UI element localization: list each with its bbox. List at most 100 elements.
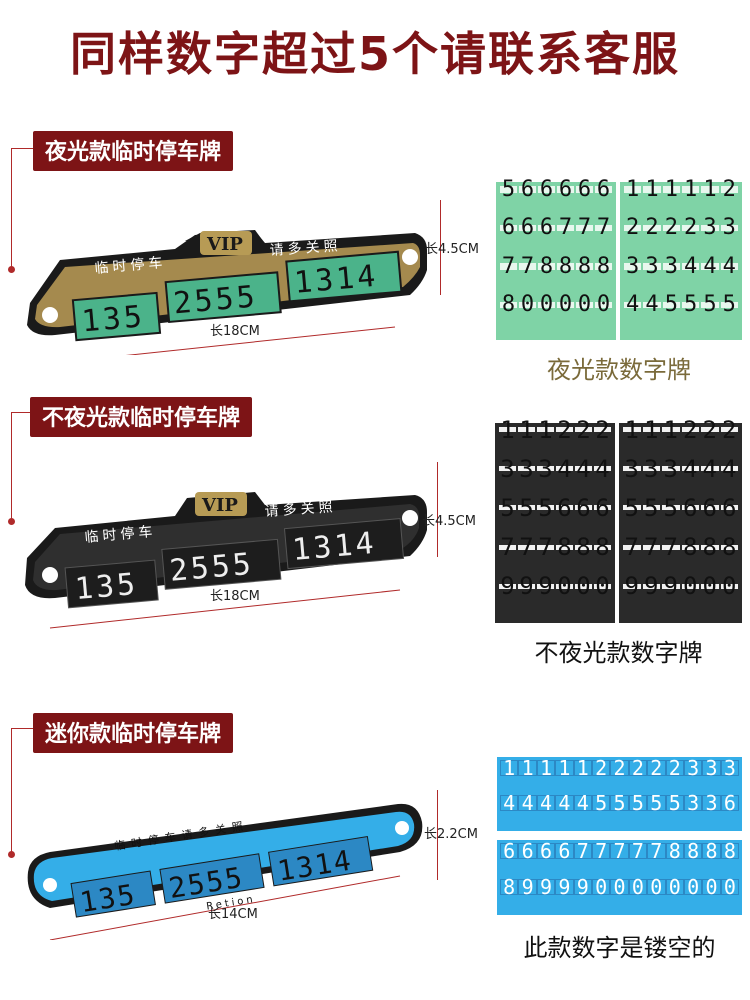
digit-cell: 6 <box>556 177 575 202</box>
digit-cell: 7 <box>647 839 666 863</box>
digit-cell: 4 <box>680 455 700 483</box>
digit-cell: 8 <box>702 839 721 863</box>
digit-cell: 8 <box>537 254 556 279</box>
digit-cell: 0 <box>593 572 612 600</box>
mini-caption: 此款数字是镂空的 <box>523 934 716 962</box>
digit-cell: 4 <box>700 254 720 279</box>
guide-line <box>11 412 34 521</box>
plate-number-2: 2555 <box>168 547 255 589</box>
digit-cell: 9 <box>555 875 574 899</box>
digit-cell: 1 <box>680 177 701 202</box>
digit-cell: 3 <box>702 791 721 815</box>
digit-cell: 4 <box>555 791 574 815</box>
digit-cell: 8 <box>575 254 594 279</box>
digit-cell: 7 <box>594 215 613 240</box>
height-line <box>437 462 438 557</box>
digit-cell: 8 <box>665 839 684 863</box>
digit-cell: 4 <box>574 455 593 483</box>
digit-cell: 0 <box>556 292 575 317</box>
digit-cell: 9 <box>661 572 681 600</box>
digit-cell: 8 <box>499 292 518 317</box>
plate-number-1: 135 <box>80 299 146 339</box>
digit-cell: 4 <box>500 791 519 815</box>
digit-cell: 7 <box>536 533 555 561</box>
digit-cell: 5 <box>665 791 684 815</box>
digit-cell: 0 <box>719 572 739 600</box>
digit-cell: 3 <box>622 455 642 483</box>
digit-cell: 2 <box>700 416 720 444</box>
width-label: 长14CM <box>208 907 258 922</box>
digit-cell: 7 <box>573 839 592 863</box>
guide-line <box>11 728 34 854</box>
digit-cell: 4 <box>573 791 592 815</box>
digit-cell: 2 <box>647 756 666 780</box>
digit-cell: 7 <box>499 254 518 279</box>
digit-cell: 6 <box>499 215 518 240</box>
digit-cell: 8 <box>680 533 700 561</box>
digit-cell: 8 <box>593 533 612 561</box>
digit-cell: 1 <box>536 416 555 444</box>
digit-cell: 9 <box>536 572 555 600</box>
digit-cell: 1 <box>661 177 681 202</box>
page-title: 同样数字超过5个请联系客服 <box>69 27 680 81</box>
digit-cell: 3 <box>661 455 681 483</box>
digit-cell: 8 <box>500 875 519 899</box>
mini-plate: 临时停车请多关照 135 2555 1314 Retion <box>20 790 430 940</box>
digit-cell: 2 <box>610 756 629 780</box>
digit-cell: 7 <box>517 533 536 561</box>
digit-cell: 1 <box>573 756 592 780</box>
section-header-plain: 不夜光款临时停车牌 <box>30 397 253 437</box>
digit-cell: 3 <box>642 254 662 279</box>
digit-cell: 3 <box>536 455 555 483</box>
digit-cell: 0 <box>628 875 648 899</box>
digit-cell: 5 <box>719 292 739 317</box>
digit-cell: 9 <box>641 572 661 600</box>
digit-cell: 0 <box>610 875 629 899</box>
digit-cell: 1 <box>623 177 643 202</box>
digit-cell: 3 <box>719 215 739 240</box>
digit-cell: 2 <box>680 215 701 240</box>
plate-number-2: 2555 <box>172 279 259 321</box>
digit-cell: 5 <box>661 292 681 317</box>
plate-label-right: 请多关照 <box>269 237 342 259</box>
digit-cell: 5 <box>622 494 642 522</box>
digit-cell: 2 <box>680 416 700 444</box>
digit-cell: 0 <box>574 572 593 600</box>
digit-cell: 6 <box>680 494 700 522</box>
digit-cell: 7 <box>575 215 594 240</box>
digit-cell: 0 <box>555 572 574 600</box>
digit-cell: 4 <box>642 292 662 317</box>
guide-dot <box>8 851 15 858</box>
digit-cell: 6 <box>555 494 574 522</box>
digit-cell: 6 <box>700 494 720 522</box>
digit-cell: 8 <box>700 533 720 561</box>
digit-cell: 0 <box>720 875 740 899</box>
digit-cell: 1 <box>500 756 519 780</box>
plate-number-3: 1314 <box>293 259 380 301</box>
digit-cell: 4 <box>518 791 537 815</box>
digit-cell: 6 <box>518 177 537 202</box>
digit-cell: 3 <box>720 756 740 780</box>
digit-cell: 7 <box>628 839 648 863</box>
digit-cell: 3 <box>517 455 536 483</box>
height-line <box>437 790 438 880</box>
digit-cell: 9 <box>498 572 517 600</box>
digit-cell: 5 <box>680 292 701 317</box>
digit-cell: 8 <box>594 254 613 279</box>
digit-cell: 6 <box>555 839 574 863</box>
digit-cell: 2 <box>623 215 643 240</box>
height-label: 长4.5CM <box>425 242 479 257</box>
digit-cell: 5 <box>647 791 666 815</box>
digit-cell: 6 <box>575 177 594 202</box>
digit-cell: 1 <box>641 416 661 444</box>
plate-label-left: 临时停车 <box>94 254 167 277</box>
